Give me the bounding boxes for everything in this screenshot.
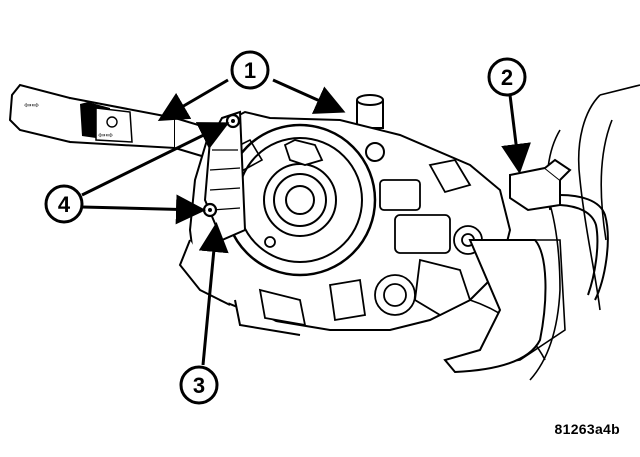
callout-2-label: 2 — [501, 65, 513, 90]
callout-3: 3 — [179, 365, 219, 405]
callout-3-label: 3 — [193, 373, 205, 398]
leader-1-left — [157, 78, 229, 122]
leader-4-lower — [81, 194, 206, 225]
leader-lines — [81, 78, 531, 366]
clockspring-ring — [223, 123, 385, 277]
lower-bracket — [443, 239, 547, 374]
wiper-light-lever: ⇦⇨ ⇦⇨ — [8, 83, 216, 162]
callout-2: 2 — [487, 57, 527, 97]
callout-1: 1 — [230, 50, 270, 90]
internal-mechanism — [258, 158, 483, 327]
leader-2 — [501, 94, 531, 174]
wiper-symbol: ⇦⇨ — [24, 101, 40, 111]
electrical-connector — [509, 158, 609, 301]
light-symbol: ⇦⇨ — [98, 131, 114, 141]
leader-4-upper — [81, 122, 230, 197]
figure-id: 81263a4b — [554, 421, 620, 437]
leader-1-right — [272, 78, 346, 114]
callout-1-label: 1 — [244, 58, 256, 83]
light-icon — [106, 116, 118, 128]
top-post — [356, 94, 384, 129]
callout-4: 4 — [44, 184, 84, 224]
callout-4-label: 4 — [58, 192, 71, 217]
leader-3 — [198, 222, 229, 366]
